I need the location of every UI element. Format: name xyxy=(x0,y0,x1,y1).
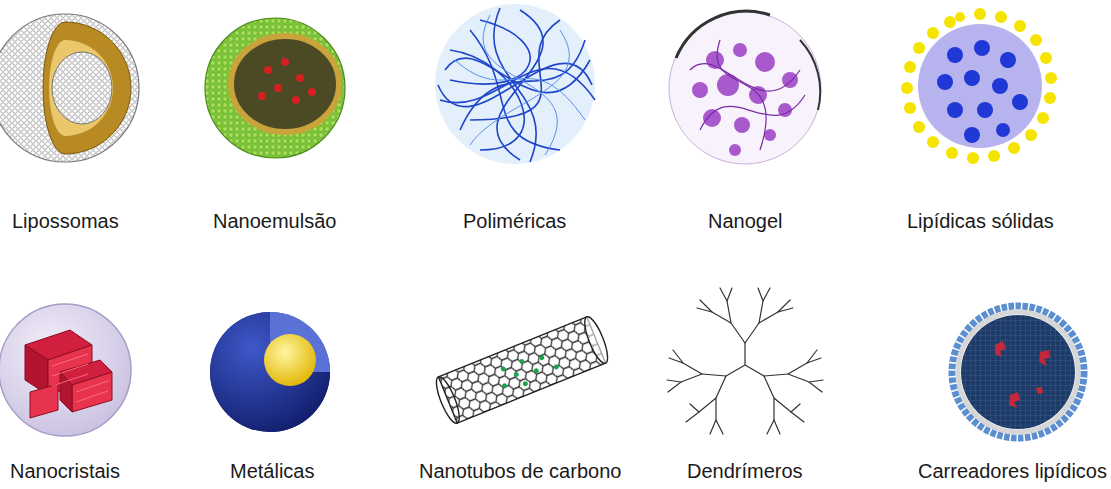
nanoemulsion-figure xyxy=(205,18,345,158)
dendrimer-figure xyxy=(667,288,823,434)
particle-label: Nanogel xyxy=(708,209,783,233)
nanocrystal-figure xyxy=(0,304,131,436)
metallic-figure xyxy=(210,312,330,432)
particle-label: Poliméricas xyxy=(463,209,566,233)
liposome-figure xyxy=(0,14,139,162)
polymeric-figure xyxy=(435,4,595,164)
particle-label: Dendrímeros xyxy=(687,459,803,483)
lipid-carrier-figure xyxy=(948,302,1088,442)
particle-label: Lipossomas xyxy=(12,209,119,233)
nanogel-figure xyxy=(669,11,821,164)
solid-lipid-figure xyxy=(901,8,1057,164)
particle-label: Nanocristais xyxy=(10,459,120,483)
particle-label: Nanotubos de carbono xyxy=(419,459,621,483)
carbon-nanotube-figure xyxy=(432,314,612,426)
particle-label: Lipídicas sólidas xyxy=(907,209,1054,233)
particle-label: Carreadores lipídicos xyxy=(918,459,1107,483)
particle-label: Nanoemulsão xyxy=(213,209,336,233)
particle-label: Metálicas xyxy=(230,459,314,483)
